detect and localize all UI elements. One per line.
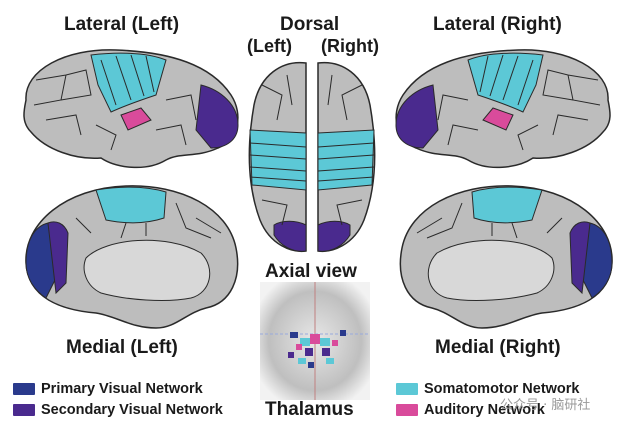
label-medial-left: Medial (Left) <box>66 337 178 358</box>
medial-right-brain <box>399 185 613 329</box>
legend-item-auditory: Auditory Network <box>396 402 545 418</box>
legend-label: Secondary Visual Network <box>41 402 223 418</box>
medial-left-brain <box>25 185 239 329</box>
legend-item-primary-visual: Primary Visual Network <box>13 381 203 397</box>
label-dorsal-right: (Right) <box>321 36 379 56</box>
lateral-right-brain <box>395 49 611 169</box>
legend-swatch <box>13 404 35 416</box>
label-lateral-left: Lateral (Left) <box>64 14 180 35</box>
watermark: 公众号 · 脑研社 <box>500 398 591 413</box>
lateral-left-brain <box>23 49 239 169</box>
legend-swatch <box>396 383 418 395</box>
thalamus-axial-view <box>260 282 370 400</box>
legend-swatch <box>396 404 418 416</box>
dorsal-brain <box>248 61 376 253</box>
label-dorsal: Dorsal <box>280 14 340 35</box>
legend-label: Auditory Network <box>424 402 545 418</box>
label-axial-view: Axial view <box>265 261 357 282</box>
legend-item-secondary-visual: Secondary Visual Network <box>13 402 223 418</box>
label-medial-right: Medial (Right) <box>435 337 561 358</box>
legend-label: Primary Visual Network <box>41 381 203 397</box>
legend-label: Somatomotor Network <box>424 381 580 397</box>
label-lateral-right: Lateral (Right) <box>433 14 562 35</box>
label-thalamus: Thalamus <box>265 399 354 420</box>
legend-swatch <box>13 383 35 395</box>
legend-item-somatomotor: Somatomotor Network <box>396 381 580 397</box>
label-dorsal-left: (Left) <box>247 36 292 56</box>
